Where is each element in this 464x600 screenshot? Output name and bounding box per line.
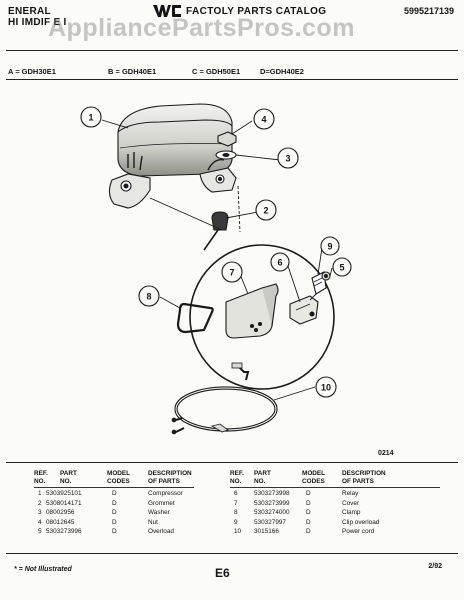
table-top-rule xyxy=(6,462,458,463)
callout-label-2: 2 xyxy=(263,206,268,216)
description-cell: Compressor xyxy=(148,490,183,497)
ref-cell: 6 xyxy=(234,490,238,497)
ref-cell: 9 xyxy=(234,518,238,526)
callout-label-9: 9 xyxy=(327,242,332,252)
model-a: A = GDH30E1 xyxy=(8,67,56,76)
revision-date: 2/92 xyxy=(428,563,442,570)
model-code-cell: D xyxy=(306,518,311,526)
model-code-cell: D xyxy=(112,490,117,497)
ref-cell: 7 xyxy=(234,499,238,507)
ref-cell: 4 xyxy=(38,518,42,526)
power-cord-drawing xyxy=(171,362,278,435)
grommet-nut-washer-drawing xyxy=(211,131,237,231)
col-model-header: MODEL CODES xyxy=(107,470,131,485)
brand-name: ENERAL HI IMDIF E I xyxy=(8,6,67,28)
callout-label-8: 8 xyxy=(146,292,151,302)
catalog-title: FACTOLY PARTS CATALOG xyxy=(186,6,327,17)
col-part-header: PART NO. xyxy=(60,470,77,485)
header-rule xyxy=(6,50,458,51)
part-number-cell: 5303273998 xyxy=(254,490,290,497)
description-cell: Overload xyxy=(148,528,174,535)
part-number-cell: 530327997 xyxy=(254,518,286,526)
part-number-cell: 5308014171 xyxy=(46,499,82,507)
description-cell: Relay xyxy=(342,490,359,497)
model-code-cell: D xyxy=(112,509,117,516)
part-number-cell: 5303925101 xyxy=(46,490,82,497)
model-b: B = GDH40E1 xyxy=(108,67,157,76)
catalog-number: 5995217139 xyxy=(403,6,454,16)
description-cell: Grommet xyxy=(148,499,175,507)
part-number-cell: 5303274000 xyxy=(254,509,290,516)
ref-cell: 1 xyxy=(38,490,42,497)
col-part-header: PART NO. xyxy=(254,470,271,485)
callout-2 xyxy=(255,199,277,221)
callout-10 xyxy=(315,376,337,398)
model-code-cell: D xyxy=(306,490,311,497)
description-cell: Nut xyxy=(148,518,158,526)
part-number-cell: 08012645 xyxy=(46,518,75,526)
callout-label-10: 10 xyxy=(321,383,331,393)
description-cell: Power cord xyxy=(342,528,375,535)
footer-rule xyxy=(6,553,458,554)
col-desc-header: DESCRIPTION OF PARTS xyxy=(342,470,386,485)
not-illustrated-note: * = Not Illustrated xyxy=(14,566,72,573)
callout-label-4: 4 xyxy=(261,115,266,125)
callout-9 xyxy=(320,236,340,256)
models-rule xyxy=(6,79,458,80)
callout-5 xyxy=(332,257,352,277)
callout-label-5: 5 xyxy=(339,263,344,273)
ref-cell: 5 xyxy=(38,528,42,535)
col-ref-header: REF. NO. xyxy=(230,470,244,485)
model-d: D=GDH40E2 xyxy=(260,67,304,76)
description-cell: Washer xyxy=(148,509,170,516)
relay-drawing xyxy=(289,295,319,325)
callout-label-6: 6 xyxy=(277,258,282,268)
col-ref-header: REF. NO. xyxy=(34,470,48,485)
ref-cell: 3 xyxy=(38,509,42,516)
model-code-cell: D xyxy=(306,509,311,516)
description-cell: Cover xyxy=(342,499,360,507)
cover-drawing xyxy=(225,283,279,339)
callout-label-1: 1 xyxy=(88,113,93,123)
callout-label-3: 3 xyxy=(285,154,290,164)
model-code-cell: D xyxy=(306,528,311,535)
brand-line-1: ENERAL xyxy=(8,6,51,17)
part-number-cell: 5303273999 xyxy=(254,499,290,507)
model-code-cell: D xyxy=(112,499,117,507)
compressor-drawing xyxy=(108,103,237,209)
callout-7 xyxy=(221,261,243,283)
figure-code: 0214 xyxy=(378,450,394,457)
header-underline xyxy=(230,487,440,488)
model-c: C = GDH50E1 xyxy=(192,67,241,76)
callout-label-7: 7 xyxy=(229,268,234,278)
description-cell: Clamp xyxy=(342,509,361,516)
part-number-cell: 5303273996 xyxy=(46,528,82,535)
callout-3 xyxy=(277,147,299,169)
model-code-cell: D xyxy=(112,518,117,526)
col-desc-header: DESCRIPTION OF PARTS xyxy=(148,470,192,485)
callout-6 xyxy=(270,252,290,272)
ref-cell: 2 xyxy=(38,499,42,507)
page-number: E6 xyxy=(215,566,230,580)
header-underline xyxy=(34,487,194,488)
wci-logo-icon xyxy=(153,5,181,17)
callout-8 xyxy=(138,285,160,307)
callout-4 xyxy=(253,108,275,130)
ref-cell: 10 xyxy=(234,528,242,535)
brand-line-2: HI IMDIF E I xyxy=(8,17,67,28)
part-number-cell: 08002956 xyxy=(46,509,75,516)
watermark: AppliancePartsPros.com xyxy=(48,14,355,42)
callout-1 xyxy=(80,106,102,128)
col-model-header: MODEL CODES xyxy=(302,470,326,485)
description-cell: Clip overload xyxy=(342,518,380,526)
exploded-parts-diagram: 1 2 3 4 5 6 7 8 9 10 xyxy=(80,103,352,435)
model-code-cell: D xyxy=(112,528,117,535)
model-code-cell: D xyxy=(306,499,311,507)
clamp-drawing xyxy=(176,302,214,334)
part-number-cell: 3015166 xyxy=(254,528,279,535)
ref-cell: 8 xyxy=(234,509,238,516)
